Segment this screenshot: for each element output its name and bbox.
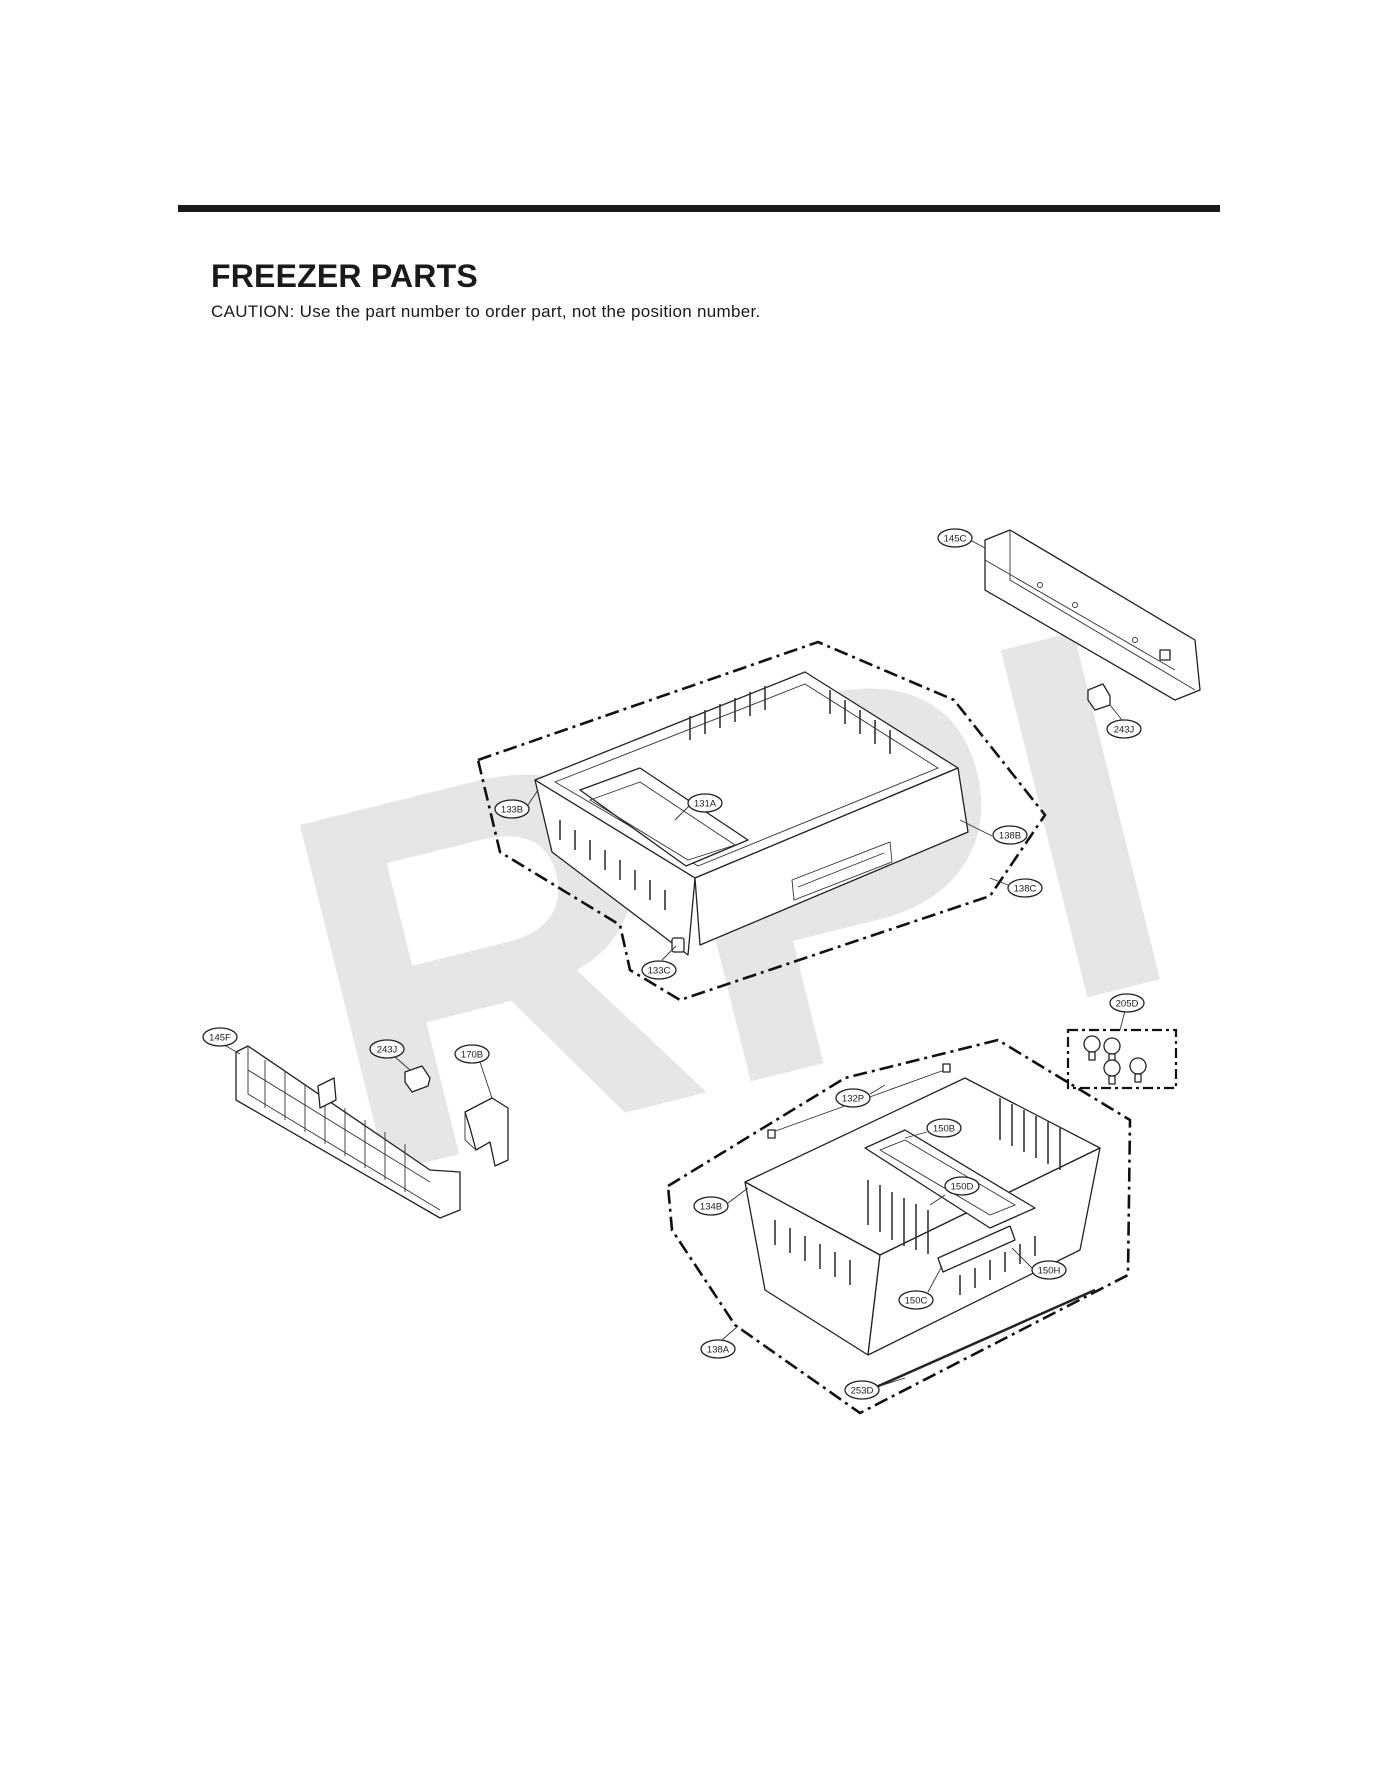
callout-132p <box>835 1088 871 1108</box>
callout-205d <box>1109 993 1145 1013</box>
svg-text:133B: 133B <box>501 805 523 816</box>
svg-text:134B: 134B <box>700 1202 722 1213</box>
bottom-bar-253d <box>864 1288 1096 1394</box>
drawer-vent-slots <box>559 686 891 910</box>
callout-138c <box>1007 878 1043 898</box>
bracket-170b <box>464 1097 509 1167</box>
upper-drawer-group <box>476 640 1047 1002</box>
svg-text:145F: 145F <box>209 1033 231 1044</box>
svg-text:138C: 138C <box>1014 884 1037 895</box>
callout-134b <box>693 1196 729 1216</box>
svg-text:145C: 145C <box>944 534 967 545</box>
callout-131a <box>687 793 723 813</box>
callout-138b <box>992 825 1028 845</box>
callout-170b <box>454 1044 490 1064</box>
caution-note: CAUTION: Use the part number to order pa… <box>211 302 761 321</box>
callout-150d <box>944 1176 980 1196</box>
svg-text:150D: 150D <box>951 1182 974 1193</box>
svg-text:138B: 138B <box>999 831 1021 842</box>
rail-145f <box>235 1045 461 1219</box>
callout-138a <box>700 1339 736 1359</box>
callout-133b <box>494 799 530 819</box>
callout-150c <box>898 1290 934 1310</box>
svg-text:243J: 243J <box>1114 725 1135 736</box>
upper-drawer-boundary <box>476 640 1047 1002</box>
callout-253d <box>844 1380 880 1400</box>
svg-text:132P: 132P <box>842 1094 864 1105</box>
svg-text:243J: 243J <box>377 1045 398 1056</box>
callout-145c <box>937 528 973 548</box>
svg-text:150H: 150H <box>1038 1266 1061 1277</box>
svg-text:170B: 170B <box>461 1050 483 1061</box>
svg-text:131A: 131A <box>694 799 717 810</box>
clip-243j-left <box>404 1065 431 1093</box>
svg-text:253D: 253D <box>851 1386 874 1397</box>
svg-text:133C: 133C <box>648 966 671 977</box>
svg-text:138A: 138A <box>707 1345 730 1356</box>
callout-150h <box>1031 1260 1067 1280</box>
inner-bin <box>579 767 749 867</box>
callout-145f <box>202 1027 238 1047</box>
callout-150b <box>926 1118 962 1138</box>
fasteners-205d <box>1066 1028 1178 1090</box>
callout-133c <box>641 960 677 980</box>
svg-text:150C: 150C <box>905 1296 928 1307</box>
header-rule <box>178 205 1220 212</box>
callout-243j-top <box>1106 719 1142 739</box>
page-title: FREEZER PARTS <box>211 258 478 294</box>
basket-mesh <box>774 1098 1061 1295</box>
svg-text:205D: 205D <box>1116 999 1139 1010</box>
callout-243j-left <box>369 1039 405 1059</box>
upper-drawer <box>534 671 969 956</box>
callouts: 145C 243J 133B 131A 138B 138C 133C 205D … <box>202 528 1145 1400</box>
svg-text:150B: 150B <box>933 1124 955 1135</box>
rail-145c <box>984 529 1201 701</box>
